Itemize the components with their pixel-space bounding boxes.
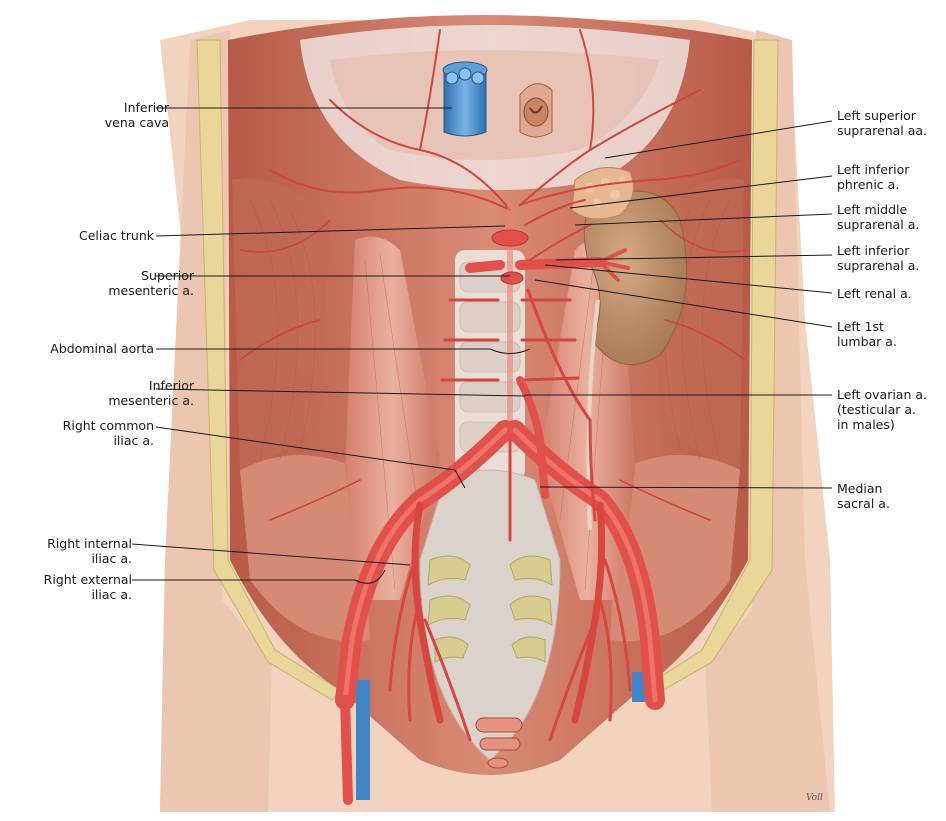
artist-signature: Voll xyxy=(806,793,823,803)
iliac-veins xyxy=(356,672,646,800)
label-left-renal-artery: Left renal a. xyxy=(837,286,912,301)
label-left-ovarian-artery: Left ovarian a.(testicular a.in males) xyxy=(837,387,927,432)
label-celiac-trunk: Celiac trunk xyxy=(79,228,154,243)
leader-lines xyxy=(131,107,833,584)
label-abdominal-aorta: Abdominal aorta xyxy=(50,341,154,356)
inferior-vena-cava xyxy=(442,61,488,137)
esophagus xyxy=(519,83,553,138)
arterial-tree xyxy=(239,29,746,805)
rectum xyxy=(475,717,523,769)
